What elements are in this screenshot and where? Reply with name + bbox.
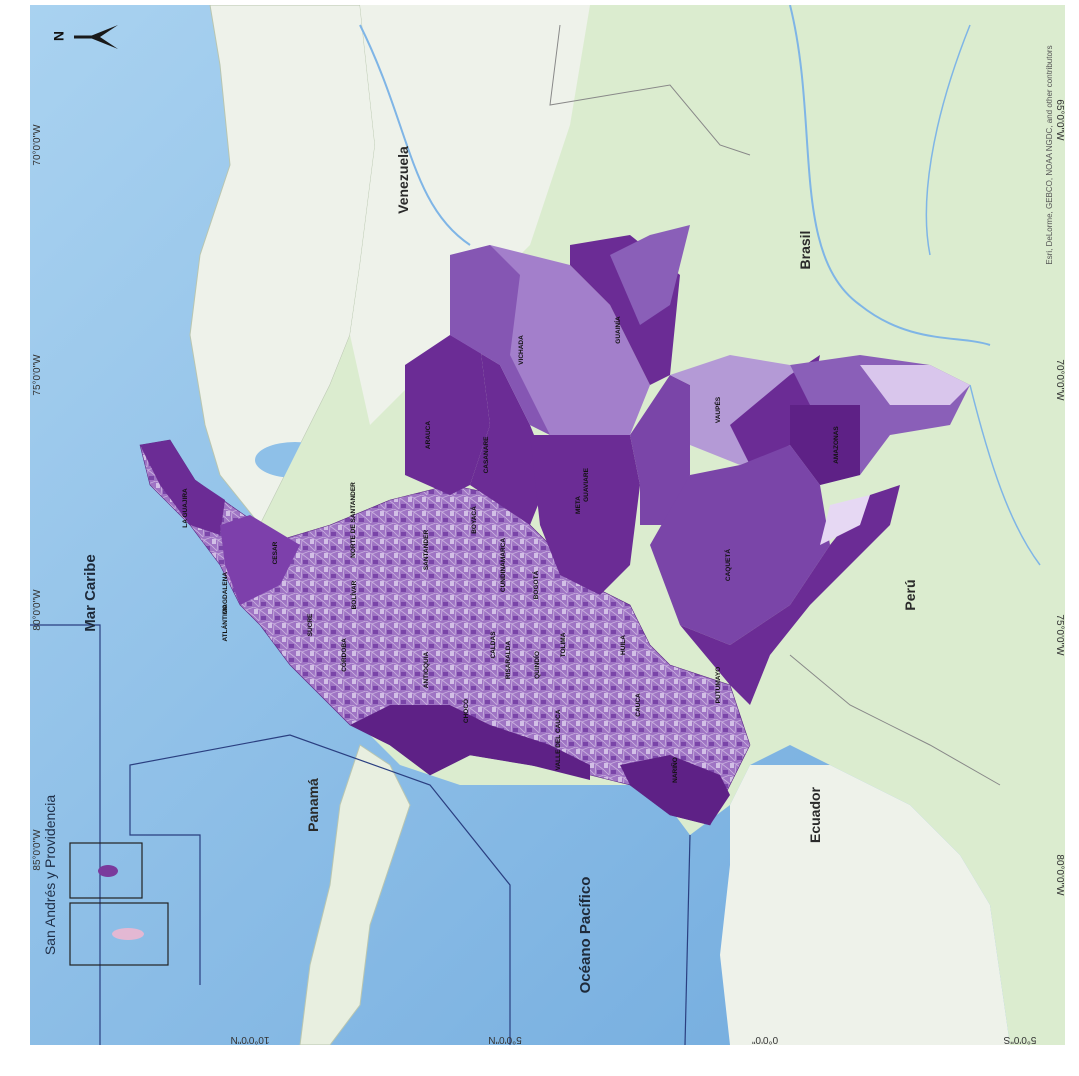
maritime-border-3: [684, 834, 691, 1045]
north-arrow: N: [51, 25, 118, 49]
inset-island-providencia: [98, 865, 118, 877]
dept-choco[interactable]: [350, 705, 590, 780]
maritime-border-1: [30, 624, 101, 1045]
dept-label-la-guajira: LA GUAJIRA: [182, 488, 189, 528]
dept-label-cundinamarca: CUNDINAMARCA: [500, 538, 507, 592]
coord-left-1: 80°0'0"W: [32, 589, 43, 631]
inset-san-andres: [69, 842, 169, 966]
dept-putumayo-light[interactable]: [820, 495, 870, 545]
coord-left-2: 75°0'0"W: [32, 354, 43, 396]
dept-label-vaup-s: VAUPÉS: [713, 396, 722, 423]
river-amazon: [789, 5, 991, 346]
dept-label-guaviare: GUAVIARE: [583, 467, 590, 501]
coord-bottom-0: 10°0'0"N: [231, 1034, 270, 1045]
country-border-1: [549, 24, 751, 156]
dept-label-quind-o: QUINDÍO: [532, 651, 541, 679]
dept-label-putumayo: PUTUMAYO: [715, 667, 722, 704]
dept-amazonas-light[interactable]: [860, 365, 970, 405]
dept-casanare[interactable]: [450, 335, 550, 525]
dept-label-caldas: CALDAS: [490, 631, 497, 659]
dept-label-guain-a: GUAINÍA: [613, 316, 622, 344]
dept-label-bol-var: BOLÍVAR: [349, 580, 358, 609]
country-label-venezuela: Venezuela: [395, 146, 411, 214]
dept-label-sucre: SUCRE: [307, 613, 314, 636]
north-arrow-label: N: [51, 31, 67, 41]
sea-label-pacifico: Océano Pacífico: [577, 877, 594, 994]
maritime-border-2: [129, 734, 511, 1045]
dept-vaupes-dark[interactable]: [730, 355, 820, 465]
dept-label-boyac-: BOYACÁ: [469, 506, 478, 534]
sea-label-caribe: Mar Caribe: [82, 554, 99, 632]
country-label-peru: Perú: [902, 579, 918, 610]
dept-label-arauca: ARAUCA: [425, 421, 432, 449]
attribution: Esri, DeLorme, GEBCO, NOAA NGDC, and oth…: [1045, 45, 1054, 264]
colombia: [139, 225, 970, 826]
dept-guaviare[interactable]: [630, 375, 690, 525]
dept-arauca[interactable]: [405, 335, 490, 495]
dept-label-tolima: TOLIMA: [560, 632, 567, 657]
dept-label-cesar: CESAR: [272, 541, 279, 564]
country-border-2: [789, 654, 1001, 786]
dept-label-bogot-: BOGOTÁ: [531, 570, 540, 599]
river-orinoco: [359, 24, 471, 246]
dept-label-magdalena: MAGDALENA: [222, 572, 229, 615]
inset-box-bottom: [69, 902, 169, 966]
coord-right-0: 65°0'0"W: [1054, 99, 1065, 141]
dept-label-choc-: CHOCÓ: [461, 699, 470, 723]
land-venezuela-plains: [350, 5, 590, 425]
dept-label-vichada: VICHADA: [518, 335, 525, 365]
country-label-brasil: Brasil: [797, 231, 813, 270]
dept-caqueta[interactable]: [650, 445, 830, 645]
dept-label-risaralda: RISARALDA: [505, 641, 512, 680]
dept-label-c-rdoba: CÓRDOBA: [339, 638, 348, 672]
dept-guainia-east[interactable]: [610, 225, 690, 325]
dept-label-valle-del-cauca: VALLE DEL CAUCA: [555, 709, 562, 770]
dept-narino[interactable]: [620, 755, 730, 825]
coord-left-0: 85°0'0"W: [32, 829, 43, 871]
river-negro: [925, 24, 971, 256]
dept-meta[interactable]: [530, 435, 640, 595]
dept-label-meta: META: [575, 496, 582, 514]
coord-right-3: 80°0'0"W: [1054, 854, 1065, 896]
land-panama: [299, 744, 411, 1045]
coord-bottom-3: 5°0'0"S: [1003, 1034, 1036, 1045]
dept-cesar[interactable]: [220, 515, 300, 605]
dept-amazonas-dark[interactable]: [790, 405, 860, 485]
dept-label-santander: SANTANDER: [423, 530, 430, 571]
dept-la-guajira[interactable]: [140, 440, 225, 535]
dept-label-huila: HUILA: [620, 635, 627, 655]
inset-box-top: [69, 842, 143, 899]
dept-label-atl-ntico: ATLÁNTICO: [220, 604, 229, 641]
dept-putumayo[interactable]: [680, 485, 900, 705]
country-label-ecuador: Ecuador: [807, 786, 823, 843]
dept-label-nari-o: NARIÑO: [670, 757, 679, 783]
land-southwest: [720, 765, 1010, 1045]
country-label-panama: Panamá: [305, 778, 321, 832]
dept-label-casanare: CASANARE: [483, 436, 490, 474]
inset-island-san-andres: [112, 928, 144, 940]
coord-bottom-2: 0°0'0": [751, 1034, 778, 1045]
inset-label: San Andrés y Providencia: [42, 795, 58, 956]
coord-bottom-1: 5°0'0"N: [488, 1034, 521, 1045]
coord-left-3: 70°0'0"W: [32, 124, 43, 166]
dept-label-caquet-: CAQUETÁ: [723, 549, 732, 581]
river-putumayo: [969, 384, 1041, 566]
dept-vichada-west[interactable]: [450, 245, 550, 435]
coord-right-2: 75°0'0"W: [1054, 614, 1065, 656]
coord-right-1: 70°0'0"W: [1054, 359, 1065, 401]
dept-label-norte-de-santander: NORTE DE SANTANDER: [350, 482, 357, 558]
dept-label-antioquia: ANTIOQUIA: [423, 651, 430, 688]
dept-label-cauca: CAUCA: [635, 693, 642, 717]
dept-label-amazonas: AMAZONAS: [833, 426, 840, 464]
